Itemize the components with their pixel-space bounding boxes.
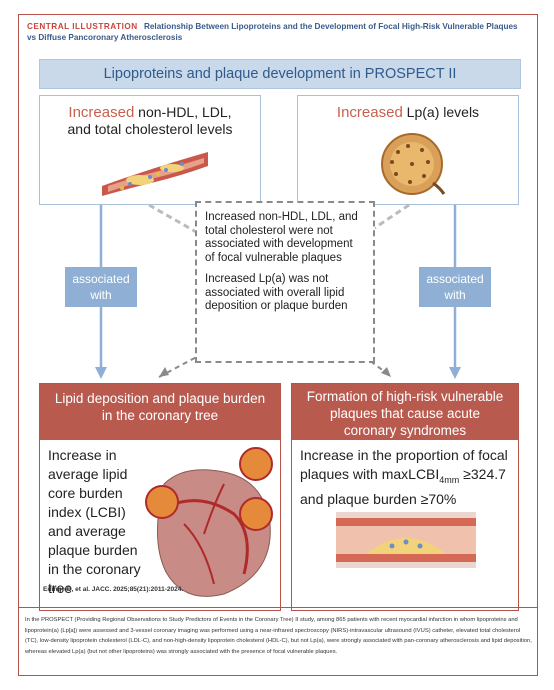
header-title: Relationship Between Lipoproteins and th… (27, 22, 518, 42)
citation: Erlinge D, et al. JACC. 2025;85(21):2011… (43, 586, 184, 593)
right-bottom-head: Formation of high-risk vulnerable plaque… (292, 384, 518, 440)
left-bottom-head: Lipid deposition and plaque burden in th… (40, 384, 280, 440)
right-top-rest: Lp(a) levels (402, 104, 480, 120)
left-bottom-text: Increase in average lipid core burden in… (48, 447, 141, 596)
right-bottom-text: Increase in the proportion of focal plaq… (300, 446, 512, 509)
assoc-left-label: associated with (65, 267, 137, 307)
right-bottom-text1: Increase in the proportion of focal plaq… (300, 447, 508, 482)
right-bottom-box: Formation of high-risk vulnerable plaque… (291, 383, 519, 611)
assoc-right-line2: with (444, 288, 466, 302)
left-top-line2: and total cholesterol levels (67, 121, 233, 137)
figure-caption: In the PROSPECT (Providing Regional Obse… (25, 617, 532, 655)
header-tag: CENTRAL ILLUSTRATION (27, 22, 138, 31)
illustration-header: CENTRAL ILLUSTRATION Relationship Betwee… (27, 21, 527, 43)
center-para-2: Increased Lp(a) was not associated with … (205, 273, 348, 312)
caption-divider (19, 607, 537, 608)
center-para-1: Increased non-HDL, LDL, and total choles… (205, 211, 358, 264)
assoc-left-line1: associated (72, 272, 130, 286)
assoc-left-line2: with (90, 288, 112, 302)
central-illustration-frame: CENTRAL ILLUSTRATION Relationship Betwee… (18, 14, 538, 676)
left-top-accent: Increased (68, 104, 135, 121)
assoc-right-label: associated with (419, 267, 491, 307)
lpa-particle-illustration (381, 133, 446, 195)
left-bottom-box: Lipid deposition and plaque burden in th… (39, 383, 281, 611)
center-findings-box: Increased non-HDL, LDL, and total choles… (195, 201, 375, 363)
assoc-right-line1: associated (426, 272, 484, 286)
vulnerable-plaque-illustration (336, 512, 476, 568)
left-top-box: Increased non-HDL, LDL, and total choles… (39, 95, 261, 205)
right-top-box: Increased Lp(a) levels (297, 95, 519, 205)
left-top-rest: non-HDL, LDL, (134, 104, 232, 120)
left-top-label: Increased non-HDL, LDL, and total choles… (40, 104, 260, 138)
main-banner: Lipoproteins and plaque development in P… (39, 59, 521, 89)
right-bottom-text2: ≥324.7 and plaque burden ≥70% (300, 466, 506, 507)
right-top-label: Increased Lp(a) levels (298, 104, 518, 121)
right-top-accent: Increased (336, 104, 403, 121)
heart-illustration (145, 447, 273, 597)
right-bottom-sub: 4mm (439, 474, 460, 485)
artery-illustration (102, 152, 208, 196)
